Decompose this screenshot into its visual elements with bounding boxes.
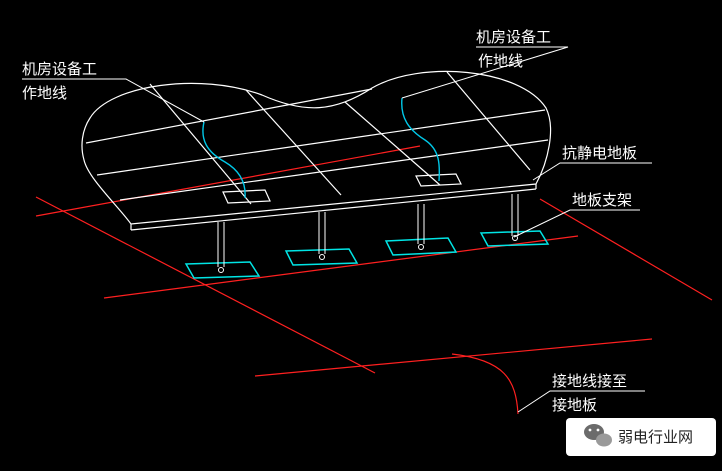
leader-lines: [22, 46, 652, 413]
label-floor-support: 地板支架: [572, 191, 632, 209]
ground-grid-line: [539, 198, 713, 301]
leader-left-workline: [22, 78, 205, 123]
label-ground-to-1: 接地线接至: [552, 372, 627, 390]
label-right-workline-2: 作地线: [478, 52, 523, 70]
leader-antistatic-floor: [532, 162, 652, 181]
leader-floor-support: [513, 209, 640, 238]
work-ground-wire-right: [401, 97, 441, 182]
watermark: 弱电行业网: [566, 418, 716, 456]
work-ground-wires: [202, 97, 441, 199]
ground-lead-curve: [451, 353, 519, 415]
wechat-icon: [584, 424, 612, 447]
floor-seam: [96, 109, 546, 176]
floor-seam: [245, 89, 342, 196]
label-left-workline-1: 机房设备工: [22, 60, 97, 78]
label-left-workline-2: 作地线: [22, 84, 67, 102]
support-plate: [479, 194, 550, 247]
ground-grid-line: [35, 145, 421, 217]
watermark-text: 弱电行业网: [618, 428, 693, 446]
floor-top-outline: [81, 70, 552, 225]
leader-right-workline: [401, 46, 569, 99]
floor-seam: [85, 88, 373, 144]
leader-ground-to: [517, 390, 645, 413]
floor-seam: [119, 139, 549, 201]
label-right-workline-1: 机房设备工: [476, 28, 551, 46]
floor-seam: [149, 83, 252, 205]
ground-grid: [35, 145, 713, 415]
label-ground-to-2: 接地板: [552, 396, 597, 414]
floor-supports: [184, 194, 550, 279]
floor-cutout: [222, 189, 271, 204]
ground-grid-line: [254, 338, 653, 377]
support-plate: [284, 212, 359, 266]
support-plate: [384, 204, 458, 256]
floor-seam: [446, 71, 531, 171]
watermark-background: [566, 418, 716, 456]
ground-grid-line: [35, 196, 376, 374]
antistatic-floor-slab: [81, 70, 552, 231]
support-plate: [184, 222, 261, 279]
label-antistatic-floor: 抗静电地板: [562, 144, 637, 162]
floor-edge-front: [130, 188, 537, 231]
work-ground-wire-left: [202, 121, 246, 199]
floor-seam: [344, 101, 441, 186]
labels: 机房设备工 作地线 机房设备工 作地线 抗静电地板 地板支架 接地线接至 接地板: [22, 28, 637, 414]
floor-cutout: [415, 173, 462, 187]
